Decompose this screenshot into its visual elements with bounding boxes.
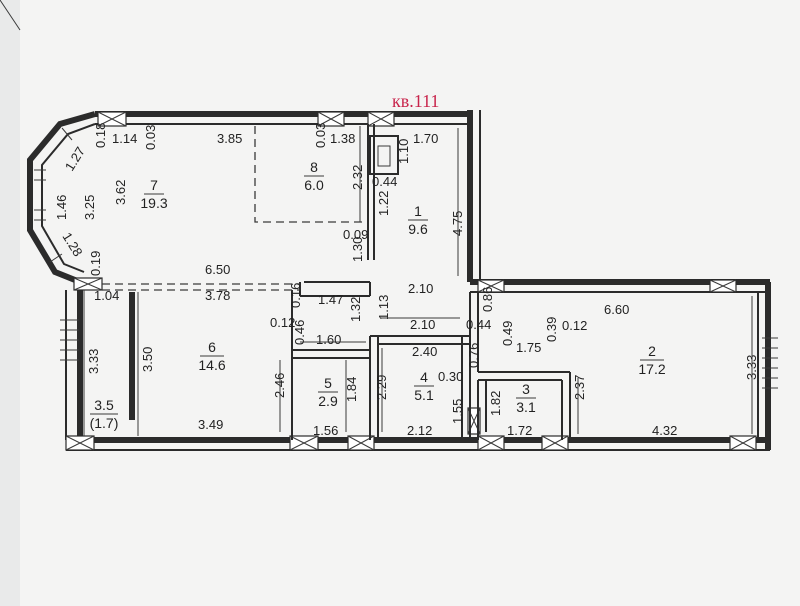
- dim-3-78: 3.78: [205, 288, 230, 303]
- room-8-area: 6.0: [304, 177, 324, 193]
- room-3-area: 3.1: [516, 399, 536, 415]
- dim-3-50: 3.50: [140, 347, 155, 372]
- dim-0-09: 0.09: [343, 227, 368, 242]
- dim-1-82: 1.82: [488, 391, 503, 416]
- room-7-area: 19.3: [140, 195, 167, 211]
- dim-2-40: 2.40: [412, 344, 437, 359]
- paper-sheet: [20, 0, 800, 606]
- room-6-area: 14.6: [198, 357, 225, 373]
- dim-3-25: 3.25: [82, 195, 97, 220]
- dim-0-16: 0.16: [288, 283, 303, 308]
- room-5-number: 5: [324, 375, 332, 391]
- dim-0-12-a: 0.12: [270, 315, 295, 330]
- dim-0-49: 0.49: [500, 321, 515, 346]
- dim-0-76: 0.76: [466, 343, 481, 368]
- dim-0-44: 0.44: [372, 174, 397, 189]
- dim-2-12: 2.12: [407, 423, 432, 438]
- dim-6-60: 6.60: [604, 302, 629, 317]
- windows: [34, 111, 778, 451]
- room-3-5-number: 3.5: [94, 397, 114, 413]
- dim-1-22: 1.22: [376, 191, 391, 216]
- dim-1-32: 1.32: [348, 297, 363, 322]
- dim-1-13: 1.13: [376, 295, 391, 320]
- dim-6-50: 6.50: [205, 262, 230, 277]
- room-2-area: 17.2: [638, 361, 665, 377]
- dim-2-10-b: 2.10: [410, 317, 435, 332]
- dim-1-38: 1.38: [330, 131, 355, 146]
- dashed-outlines: [102, 126, 366, 291]
- room-4-area: 5.1: [414, 387, 434, 403]
- dim-1-75: 1.75: [516, 340, 541, 355]
- dim-1-84: 1.84: [344, 377, 359, 402]
- dim-1-70: 1.70: [413, 131, 438, 146]
- dim-0-44-b: 0.44: [466, 317, 491, 332]
- dim-0-19: 0.19: [88, 251, 103, 276]
- room-4-number: 4: [420, 369, 428, 385]
- dim-2-10-a: 2.10: [408, 281, 433, 296]
- dim-1-14: 1.14: [112, 131, 137, 146]
- dim-2-32: 2.32: [350, 165, 365, 190]
- room-2-number: 2: [648, 343, 656, 359]
- dim-3-85: 3.85: [217, 131, 242, 146]
- dim-0-39: 0.39: [544, 317, 559, 342]
- dim-0-12-b: 0.12: [562, 318, 587, 333]
- room-5-area: 2.9: [318, 393, 338, 409]
- dim-0-30: 0.30: [438, 369, 463, 384]
- dim-1-30: 1.30: [350, 237, 365, 262]
- room-8-number: 8: [310, 159, 318, 175]
- dim-1-55: 1.55: [450, 399, 465, 424]
- interior-walls: [79, 124, 571, 440]
- apartment-label: кв.111: [392, 91, 439, 111]
- dim-0-18: 0.18: [93, 123, 108, 148]
- dim-1-47: 1.47: [318, 292, 343, 307]
- dim-0-03-a: 0.03: [143, 125, 158, 150]
- dim-1-46: 1.46: [54, 195, 69, 220]
- dim-1-04: 1.04: [94, 288, 119, 303]
- dimension-labels: 1.14 3.85 1.38 1.70 0.44 0.09 6.50 3.78 …: [54, 123, 759, 438]
- room-1-number: 1: [414, 203, 422, 219]
- dim-3-49: 3.49: [198, 417, 223, 432]
- dim-1-56: 1.56: [313, 423, 338, 438]
- room-3-number: 3: [522, 381, 530, 397]
- room-1-area: 9.6: [408, 221, 428, 237]
- dim-1-72: 1.72: [507, 423, 532, 438]
- dimension-lines: [83, 126, 753, 436]
- room-6-number: 6: [208, 339, 216, 355]
- dim-0-86: 0.86: [480, 287, 495, 312]
- dim-0-46: 0.46: [292, 320, 307, 345]
- room-3-5-area: (1.7): [90, 415, 119, 431]
- room-7-number: 7: [150, 177, 158, 193]
- dim-1-10: 1.10: [396, 139, 411, 164]
- dim-4-32: 4.32: [652, 423, 677, 438]
- dim-1-60: 1.60: [316, 332, 341, 347]
- paper-fold: [0, 0, 21, 31]
- dim-3-62: 3.62: [113, 180, 128, 205]
- room-labels: 7 19.3 8 6.0 1 9.6 6 14.6 5 2.9 4 5.1 3 …: [90, 159, 666, 431]
- dim-3-33-left: 3.33: [86, 349, 101, 374]
- vent-shaft: [369, 135, 399, 175]
- dim-2-37: 2.37: [572, 375, 587, 400]
- dim-0-03-b: 0.03: [313, 123, 328, 148]
